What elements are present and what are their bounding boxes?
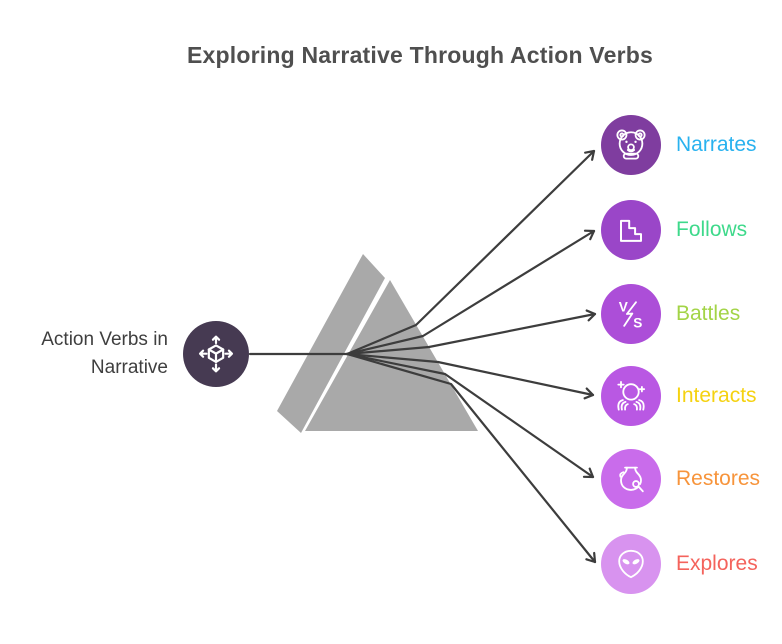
prism-left-facet xyxy=(277,254,385,433)
connector-follows xyxy=(345,229,596,356)
node-label: Narrates xyxy=(676,133,757,156)
node-icon-circle: V S xyxy=(601,284,661,344)
node-label: Follows xyxy=(676,218,748,241)
prism-main-facet xyxy=(305,280,478,431)
node-narrates: Narrates xyxy=(601,115,757,175)
node-explores: Explores xyxy=(601,534,758,594)
alien-icon xyxy=(618,549,644,579)
node-label: Battles xyxy=(676,302,741,325)
connector-interacts xyxy=(345,352,595,400)
vase-restore-icon xyxy=(619,466,644,493)
page-title: Exploring Narrative Through Action Verbs xyxy=(187,42,653,68)
node-label: Restores xyxy=(676,467,761,490)
bear-icon xyxy=(616,129,646,160)
connector-restores xyxy=(345,352,595,479)
node-icon-circle xyxy=(601,534,661,594)
crystal-ball-icon xyxy=(617,381,646,411)
node-icon-circle xyxy=(601,366,661,426)
node-follows: Follows xyxy=(601,200,747,260)
node-icon-circle xyxy=(601,200,661,260)
stairs-icon xyxy=(620,219,642,242)
node-label: Interacts xyxy=(676,384,757,407)
node-restores: Restores xyxy=(601,449,760,509)
connector-narrates xyxy=(345,149,596,356)
center-node-label: Action Verbs in Narrative xyxy=(41,329,168,378)
connector-explores xyxy=(345,352,597,564)
prism-shape xyxy=(277,254,478,433)
node-icon-circle xyxy=(601,115,661,175)
node-label: Explores xyxy=(676,552,758,575)
node-icon-circle xyxy=(601,449,661,509)
center-node-circle xyxy=(183,321,249,387)
svg-text:S: S xyxy=(633,316,642,331)
svg-text:V: V xyxy=(619,300,628,315)
connector-battles xyxy=(345,309,597,356)
node-interacts: Interacts xyxy=(601,366,757,426)
versus-icon: V S xyxy=(619,300,643,331)
move-3d-icon xyxy=(198,335,234,373)
node-battles: V S Battles xyxy=(601,284,740,344)
connector-rays xyxy=(248,149,597,564)
